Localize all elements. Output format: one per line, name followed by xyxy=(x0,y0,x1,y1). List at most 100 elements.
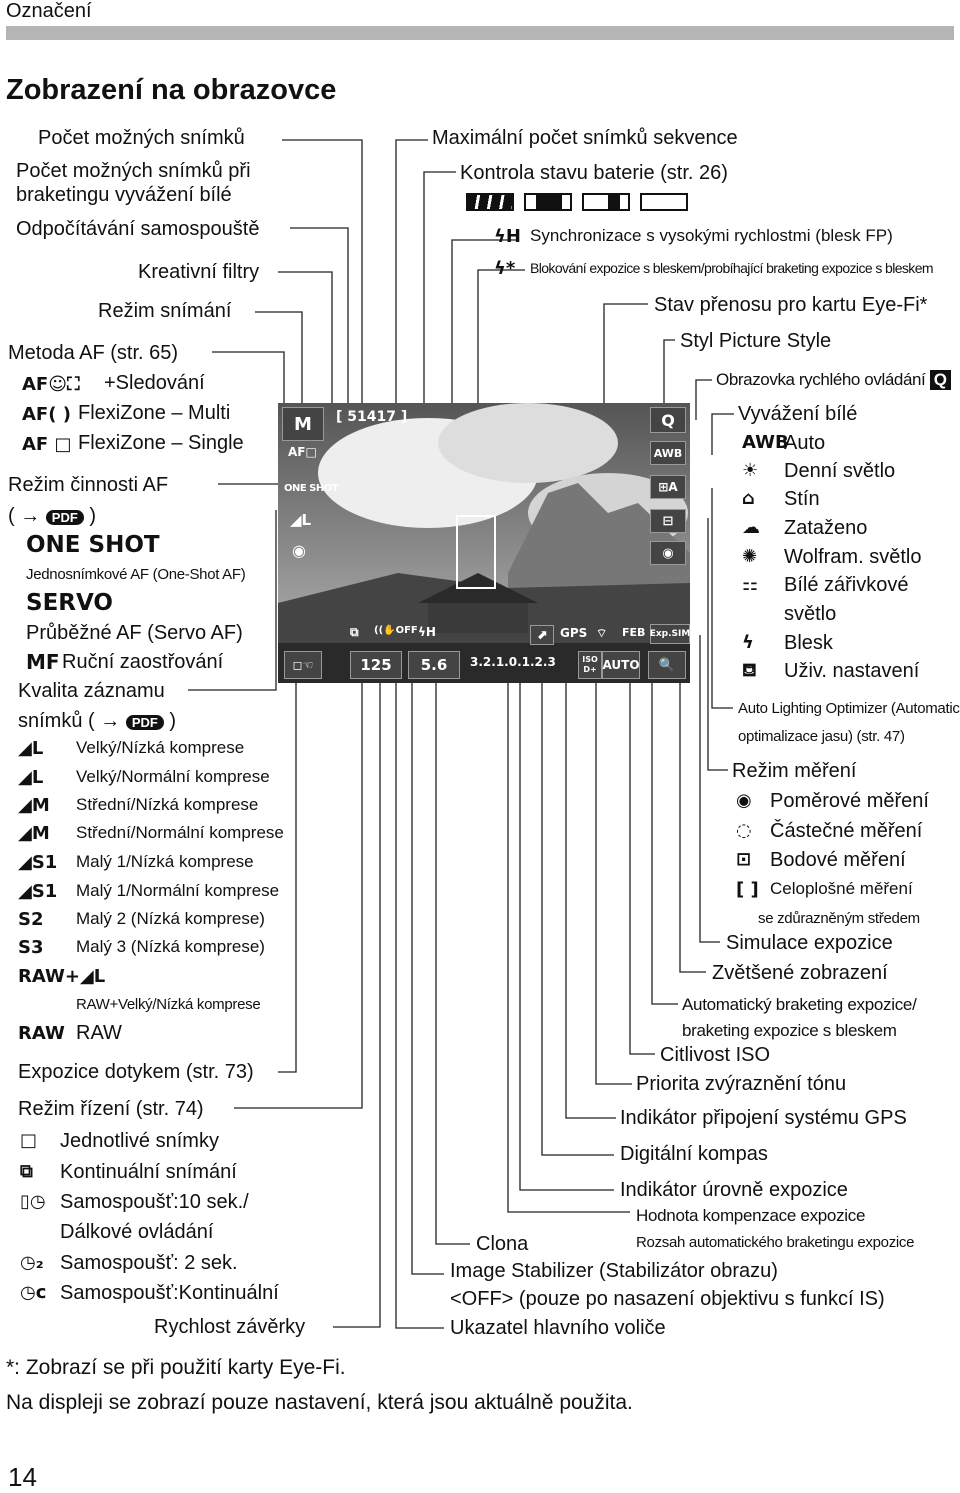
battery-label: Kontrola stavu baterie (str. 26) xyxy=(460,162,728,184)
wb-label: Denní světlo xyxy=(784,460,896,482)
servo-icon: SERVO xyxy=(26,590,113,616)
exposure-level-label: Indikátor úrovně expozice xyxy=(620,1179,848,1201)
quality-icon: ◢M xyxy=(18,823,50,844)
mode-dial-label: Ukazatel hlavního voliče xyxy=(450,1317,666,1339)
quick-control-icon: Q xyxy=(929,370,951,390)
alo-label-2: optimalizace jasu) (str. 47) xyxy=(738,728,905,745)
aeb-range-label: Rozsah automatického braketingu expozice xyxy=(636,1234,915,1251)
wb-icon: ⛾ xyxy=(742,660,757,681)
exp-comp-label: Hodnota kompenzace expozice xyxy=(636,1206,866,1225)
wb-label: světlo xyxy=(784,603,837,625)
quality-raw-large-icon: RAW+◢L xyxy=(18,966,106,987)
eyefi-indicator: ⌔ xyxy=(596,626,608,640)
shots-remaining-label: Počet možných snímků xyxy=(38,127,245,149)
footer-note-display: Na displeji se zobrazí pouze nastavení, … xyxy=(6,1391,633,1414)
one-shot-desc: Jednosnímkové AF (One-Shot AF) xyxy=(26,566,246,583)
drive-mode-icon: ◷₂ xyxy=(20,1252,44,1273)
wb-label: Blesk xyxy=(784,632,833,654)
max-burst-label: Maximální počet snímků sekvence xyxy=(432,127,738,149)
quality-raw-large-label: RAW+Velký/Nízká komprese xyxy=(76,996,261,1013)
creative-filter-indicator: ◉ xyxy=(292,541,306,560)
drive-mode-icon: ◷c xyxy=(20,1282,47,1303)
wb-icon: ☁ xyxy=(742,517,760,538)
drive-mode-label: Samospoušť:10 sek./ xyxy=(60,1191,249,1213)
metering-icon: ◌ xyxy=(736,820,752,841)
metering-extra: se zdůrazněným středem xyxy=(758,910,920,927)
quality-icon: ◢L xyxy=(18,767,44,788)
wb-icon: ☀ xyxy=(742,460,759,481)
drive-mode-icon: □ xyxy=(20,1130,38,1151)
quality-label: Malý 1/Normální komprese xyxy=(76,881,280,900)
battery-icons xyxy=(466,193,688,211)
quality-label: Střední/Normální komprese xyxy=(76,823,284,842)
drive-indicator: ⧉ xyxy=(350,625,359,639)
aperture-indicator[interactable]: 5.6 xyxy=(408,651,460,679)
wb-label: Stín xyxy=(784,488,820,510)
aperture-label: Clona xyxy=(476,1233,529,1255)
battery-two-thirds-icon xyxy=(524,193,572,211)
battery-full-icon xyxy=(466,193,514,211)
footer-note-eyefi: *: Zobrazí se při použití karty Eye-Fi. xyxy=(6,1356,346,1379)
touch-exposure-label: Expozice dotykem (str. 73) xyxy=(18,1061,254,1083)
quality-label: Střední/Nízká komprese xyxy=(76,795,259,814)
quality-icon: S3 xyxy=(18,937,44,958)
highlight-tone-indicator: D+ xyxy=(583,665,597,674)
iso-hl-indicator: ISO D+ xyxy=(578,651,602,679)
quality-label: Malý 3 (Nízká komprese) xyxy=(76,937,265,956)
af-operation-title: Režim činnosti AF xyxy=(8,474,169,496)
one-shot-icon: ONE SHOT xyxy=(26,532,160,558)
battery-empty-icon xyxy=(640,193,688,211)
mf-icon: MF xyxy=(26,650,60,674)
q-button[interactable]: Q xyxy=(650,407,686,433)
metering-icon: ⊡ xyxy=(736,849,752,870)
camera-lcd-screen: M AF□ ONE SHOT ◢L ◉ [ 51417 ] Q AWB ⊞A ⊟… xyxy=(278,403,690,683)
af-single-label: FlexiZone – Single xyxy=(78,432,244,454)
page-number: 14 xyxy=(8,1462,37,1492)
is-label-1: Image Stabilizer (Stabilizátor obrazu) xyxy=(450,1260,778,1282)
pdf-icon: PDF xyxy=(125,715,164,730)
section-label: Označení xyxy=(6,0,92,22)
quality-title-text: snímků ( xyxy=(18,710,95,732)
aeb-label-2: braketing expozice s bleskem xyxy=(682,1021,897,1040)
aeb-label-1: Automatický braketing expozice/ xyxy=(682,995,917,1014)
wb-bracket-label-2: braketingu vyvážení bílé xyxy=(16,184,232,206)
arrow-right-icon: → xyxy=(100,710,121,732)
pdf-icon: PDF xyxy=(45,510,84,525)
iso-small-label: ISO xyxy=(582,655,598,664)
zoom-button[interactable]: 🔍 xyxy=(648,651,686,679)
wb-bracket-label-1: Počet možných snímků při xyxy=(16,160,251,182)
af-method-title: Metoda AF (str. 65) xyxy=(8,342,179,364)
wb-label: Uživ. nastavení xyxy=(784,660,920,682)
self-timer-countdown-label: Odpočítávání samospouště xyxy=(16,218,260,240)
exposure-sim-label: Simulace expozice xyxy=(726,932,893,954)
quick-control-label: Obrazovka rychlého ovládání Q xyxy=(716,370,951,390)
iso-value-indicator[interactable]: AUTO xyxy=(602,651,640,679)
mf-desc: Ruční zaostřování xyxy=(62,651,224,673)
highlight-tone-label: Priorita zvýraznění tónu xyxy=(636,1073,847,1095)
metering-title: Režim měření xyxy=(732,760,857,782)
compass-indicator: ⬈ xyxy=(530,625,554,645)
wb-label: Zataženo xyxy=(784,517,868,539)
touch-shutter-button[interactable]: ◻☜ xyxy=(284,651,322,679)
quality-title-2: snímků ( → PDF ) xyxy=(18,710,176,733)
alo-indicator: ⊞A xyxy=(650,475,686,499)
quality-raw-icon: RAW xyxy=(18,1023,65,1044)
ref-close: ) xyxy=(89,505,97,527)
quality-label: Velký/Normální komprese xyxy=(76,767,270,786)
metering-label: Bodové měření xyxy=(770,849,906,871)
picture-style-label: Styl Picture Style xyxy=(680,330,832,352)
iso-label: Citlivost ISO xyxy=(660,1044,771,1066)
drive-title: Režim řízení (str. 74) xyxy=(18,1098,204,1120)
gps-label: Indikátor připojení systému GPS xyxy=(620,1107,907,1129)
af-face-tracking-label: +Sledování xyxy=(104,372,205,394)
fe-lock-icon: ϟ* xyxy=(494,258,516,279)
quality-icon: ◢S1 xyxy=(18,852,58,873)
quality-icon: ◢M xyxy=(18,795,50,816)
shutter-speed-indicator[interactable]: 125 xyxy=(350,651,402,679)
wb-icon: ⌂ xyxy=(742,488,755,509)
quality-raw-label: RAW xyxy=(76,1022,122,1044)
servo-desc: Průběžné AF (Servo AF) xyxy=(26,622,243,644)
wb-label: Auto xyxy=(784,432,826,454)
af-operation-ref: ( → PDF ) xyxy=(8,505,96,528)
metering-label: Poměrové měření xyxy=(770,790,929,812)
